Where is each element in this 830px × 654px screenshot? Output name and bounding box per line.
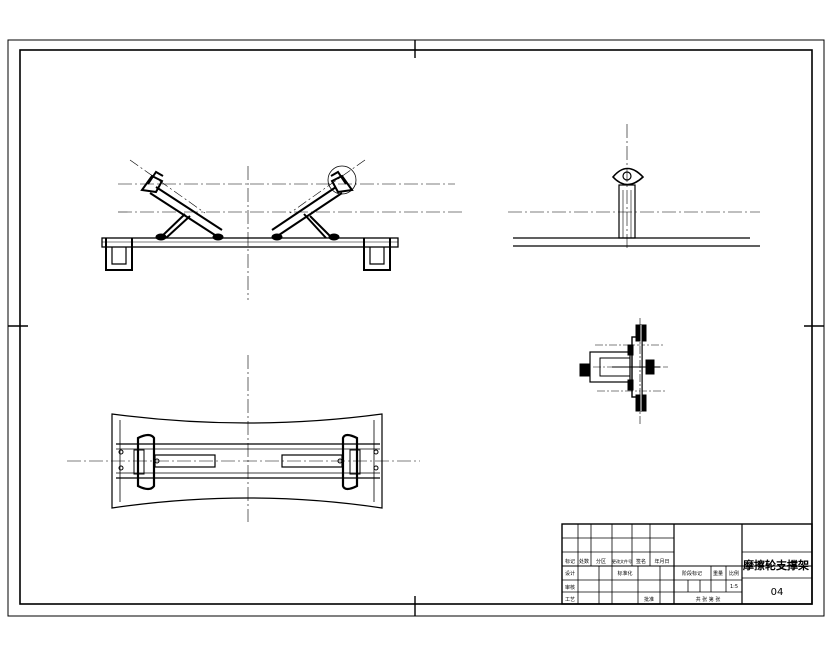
tb-label-process: 工艺 [565, 597, 575, 603]
tb-label-date: 年月日 [654, 558, 669, 565]
tb-label-stage: 阶段标记 [682, 570, 702, 577]
drawing-title: 摩擦轮支撑架 [743, 558, 809, 572]
title-block [561, 523, 813, 605]
top-view [67, 355, 420, 522]
tb-label-signature: 签名 [636, 558, 646, 565]
side-view [508, 124, 760, 250]
tb-label-review: 审核 [565, 584, 575, 591]
outer-border [7, 39, 825, 617]
tb-label-standard: 标准化 [617, 570, 632, 577]
tb-label-mark: 标记 [565, 558, 575, 565]
tb-label-approve: 批准 [644, 596, 654, 603]
centering-marks [8, 40, 824, 616]
title-block-text: 摩擦轮支撑架 04 1:5 标记 处数 分区 更改文件号 签名 年月日 设计 标… [565, 558, 809, 603]
tb-label-count: 处数 [579, 558, 589, 565]
drawing-frame [19, 49, 813, 605]
tb-label-change-doc: 更改文件号 [612, 558, 632, 564]
drawing-number: 04 [771, 587, 784, 598]
tb-label-scale: 比例 [729, 570, 739, 577]
drawing-scale: 1:5 [730, 584, 738, 590]
tb-label-weight: 重量 [713, 570, 723, 577]
tb-label-zone: 分区 [596, 558, 606, 565]
tb-label-sheets: 共 张 第 张 [696, 596, 721, 603]
front-view [101, 159, 462, 300]
tb-label-design: 设计 [565, 570, 575, 577]
section-detail-view [579, 318, 668, 425]
